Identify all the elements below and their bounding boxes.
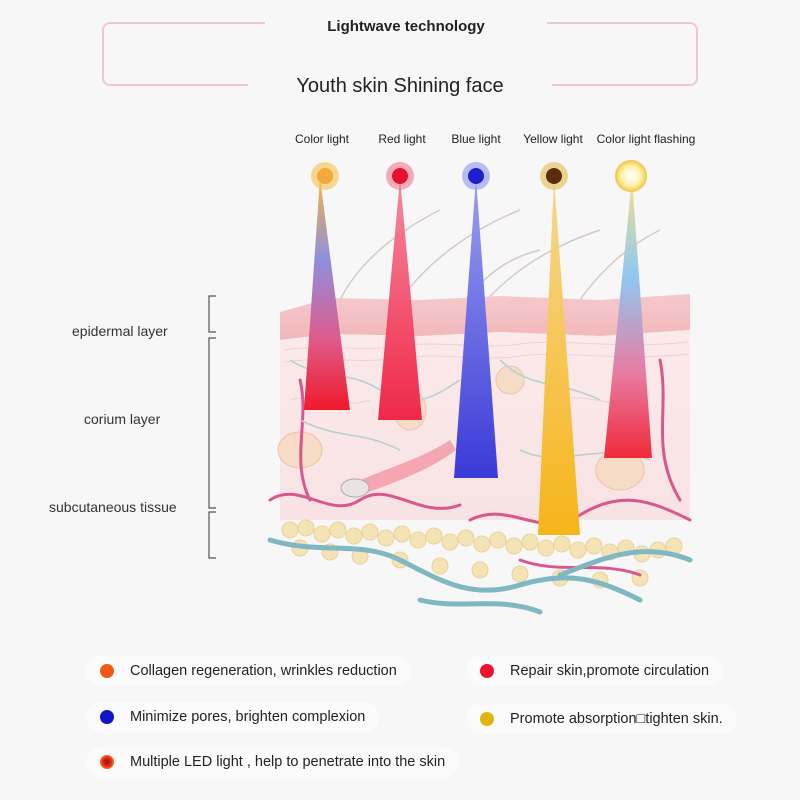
hair-root [350, 440, 456, 496]
legend-text: Multiple LED light , help to penetrate i… [130, 754, 446, 770]
red-dot-icon [480, 664, 494, 678]
beam-yellow-light [538, 178, 580, 535]
yellow-dot-icon [480, 712, 494, 726]
legend-item-pores: Minimize pores, brighten complexion [86, 702, 380, 732]
legend-item-repair: Repair skin,promote circulation [466, 656, 724, 686]
blue-dot-icon [100, 710, 114, 724]
light-label-flashing: Color light flashing [596, 132, 696, 146]
header-title: Lightwave technology [265, 8, 547, 46]
bulb-color-light [311, 162, 339, 190]
beam-red-light [378, 178, 422, 420]
legend-text: Collagen regeneration, wrinkles reductio… [130, 663, 397, 679]
orange-dot-icon [100, 664, 114, 678]
layer-label-subcutaneous: subcutaneous tissue [49, 499, 177, 515]
multi-led-dot-icon [100, 755, 114, 769]
light-label-blue: Blue light [451, 132, 501, 146]
bulb-yellow-light [540, 162, 568, 190]
light-label-red: Red light [378, 132, 426, 146]
bulb-color-light-flashing [615, 160, 647, 192]
legend-text: Repair skin,promote circulation [510, 663, 710, 679]
layer-brackets [208, 295, 216, 559]
legend-item-absorption: Promote absorption□tighten skin. [466, 704, 737, 734]
layer-label-corium: corium layer [84, 411, 161, 427]
beam-color-light [304, 178, 350, 410]
bulb-red-light [386, 162, 414, 190]
vessels-teal [267, 537, 693, 615]
header-subtitle: Youth skin Shining face [248, 64, 552, 108]
beam-blue-light [454, 178, 498, 478]
layer-label-epidermal: epidermal layer [72, 323, 168, 339]
bulb-blue-light [462, 162, 490, 190]
light-label-yellow: Yellow light [523, 132, 583, 146]
legend-item-multiple-led: Multiple LED light , help to penetrate i… [86, 747, 460, 777]
legend-item-collagen: Collagen regeneration, wrinkles reductio… [86, 656, 411, 686]
light-label-color: Color light [294, 132, 350, 146]
beam-color-light-flashing [604, 178, 652, 458]
legend-text: Minimize pores, brighten complexion [130, 709, 366, 725]
legend-text: Promote absorption□tighten skin. [510, 711, 723, 727]
